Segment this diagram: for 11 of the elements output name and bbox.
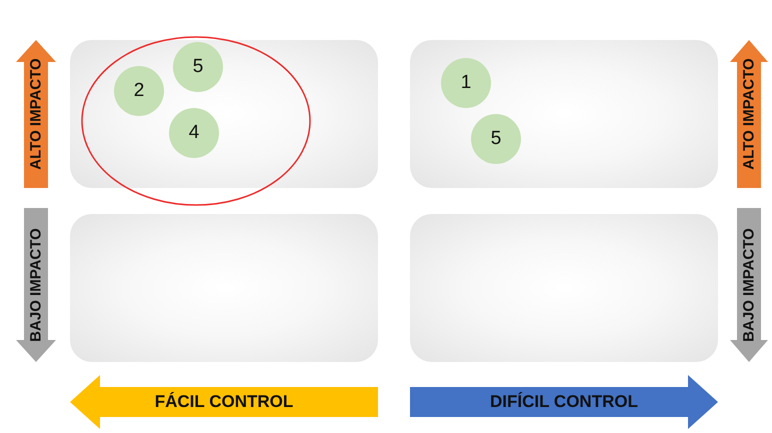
axis-label: FÁCIL CONTROL bbox=[154, 392, 294, 412]
numbered-circle: 1 bbox=[441, 58, 491, 108]
axis-label: DIFÍCIL CONTROL bbox=[490, 392, 638, 412]
quadrant-panel bbox=[410, 40, 718, 188]
quadrant-panel bbox=[70, 214, 378, 362]
axis-label: ALTO IMPACTO bbox=[740, 58, 758, 170]
axis-label: ALTO IMPACTO bbox=[28, 58, 44, 170]
axis-label: BAJO IMPACTO bbox=[28, 228, 44, 342]
numbered-circle: 5 bbox=[471, 114, 521, 164]
quadrant-panel bbox=[410, 214, 718, 362]
axis-label: BAJO IMPACTO bbox=[740, 228, 758, 342]
